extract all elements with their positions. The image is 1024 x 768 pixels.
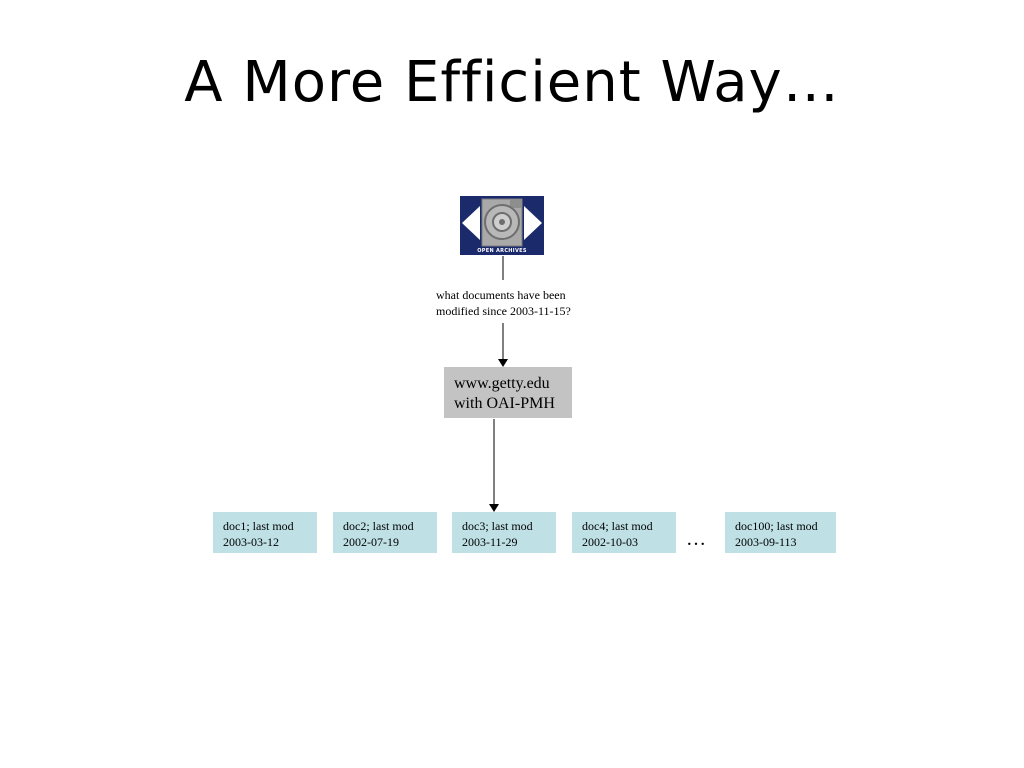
- request-line-1: what documents have been: [436, 288, 566, 302]
- document-box-doc3: doc3; last mod 2003-11-29: [452, 512, 556, 553]
- document-box-doc1: doc1; last mod 2003-03-12: [213, 512, 317, 553]
- server-line-2: with OAI-PMH: [454, 395, 555, 412]
- document-label: doc4; last mod: [582, 519, 653, 533]
- server-box: www.getty.edu with OAI-PMH: [444, 367, 572, 418]
- document-date: 2002-10-03: [582, 535, 638, 549]
- document-box-doc2: doc2; last mod 2002-07-19: [333, 512, 437, 553]
- document-date: 2002-07-19: [343, 535, 399, 549]
- document-label: doc1; last mod: [223, 519, 294, 533]
- document-label: doc100; last mod: [735, 519, 818, 533]
- eye-disk-icon: [462, 198, 542, 247]
- server-line-1: www.getty.edu: [454, 375, 550, 392]
- document-box-doc100: doc100; last mod 2003-09-113: [725, 512, 836, 553]
- document-date: 2003-03-12: [223, 535, 279, 549]
- document-label: doc2; last mod: [343, 519, 414, 533]
- more-documents-ellipsis: …: [686, 528, 708, 550]
- document-label: doc3; last mod: [462, 519, 533, 533]
- request-line-2: modified since 2003-11-15?: [436, 304, 571, 318]
- document-box-doc4: doc4; last mod 2002-10-03: [572, 512, 676, 553]
- slide-title: A More Efficient Way…: [184, 50, 840, 115]
- logo-text: OPEN ARCHIVES: [477, 248, 527, 254]
- open-archives-logo: OPEN ARCHIVES: [460, 196, 544, 255]
- request-question: what documents have been modified since …: [436, 287, 606, 319]
- document-date: 2003-11-29: [462, 535, 518, 549]
- document-date: 2003-09-113: [735, 535, 797, 549]
